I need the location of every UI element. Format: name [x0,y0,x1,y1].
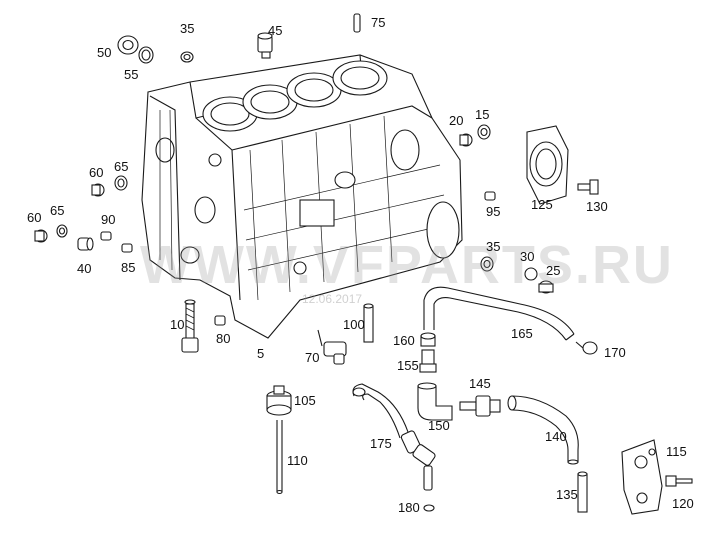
callout-160[interactable]: 160 [393,333,415,348]
callout-115[interactable]: 115 [666,444,687,459]
part-55-ring [138,46,154,64]
part-105-cap [266,385,292,416]
part-145-valve [459,395,501,417]
callout-145[interactable]: 145 [469,376,491,391]
part-15-plug [477,124,491,140]
part-140-hose [507,395,579,465]
callout-70[interactable]: 70 [305,350,320,365]
part-180-ring [423,504,435,512]
callout-75[interactable]: 75 [371,15,386,30]
part-10-bolt [181,299,199,353]
callout-30[interactable]: 30 [520,249,535,264]
part-175-hose [352,383,409,439]
watermark-date: 12.06.2017 [302,292,363,306]
callout-170[interactable]: 170 [604,345,626,360]
part-160-cap [420,332,436,347]
callout-60-lower[interactable]: 60 [27,210,42,225]
callout-35-top[interactable]: 35 [180,21,195,36]
callout-35-right[interactable]: 35 [486,239,501,254]
callout-155[interactable]: 155 [397,358,419,373]
callout-40[interactable]: 40 [77,261,92,276]
part-125-seal-carrier [526,125,569,205]
part-85-pin [121,243,133,253]
engine-block [141,54,463,339]
callout-60-upper[interactable]: 60 [89,165,104,180]
part-135-tube [577,471,588,513]
callout-180[interactable]: 180 [398,500,420,515]
part-50-seal [117,35,139,55]
part-45-sleeve [257,32,273,59]
callout-175[interactable]: 175 [370,436,392,451]
callout-65-upper[interactable]: 65 [114,159,129,174]
callout-110[interactable]: 110 [287,453,308,468]
part-60-plug-upper [91,183,105,197]
part-155-connector [419,349,437,373]
part-115-bracket [621,439,663,515]
callout-105[interactable]: 105 [294,393,316,408]
callout-25[interactable]: 25 [546,263,561,278]
part-40-sleeve [77,237,94,251]
callout-135[interactable]: 135 [556,487,578,502]
callout-125[interactable]: 125 [531,197,553,212]
part-175-fitting [400,430,436,491]
callout-150[interactable]: 150 [428,418,450,433]
callout-20[interactable]: 20 [449,113,464,128]
callout-15[interactable]: 15 [475,107,490,122]
part-80-pin [214,315,226,326]
callout-5[interactable]: 5 [257,346,265,361]
callout-65-lower[interactable]: 65 [50,203,65,218]
part-70-nozzle [317,329,347,365]
part-130-bolt [577,179,599,195]
part-170-clamp [575,341,598,355]
part-35-plug [180,51,194,63]
callout-55[interactable]: 55 [124,67,139,82]
callout-50[interactable]: 50 [97,45,112,60]
callout-45[interactable]: 45 [268,23,283,38]
callout-130[interactable]: 130 [586,199,608,214]
part-25-plug [538,280,554,294]
part-75-pin [353,13,361,33]
callout-90[interactable]: 90 [101,212,116,227]
watermark-text: WWW.VFPARTS.RU [140,235,674,295]
part-65-ring-lower [56,224,68,238]
callout-120[interactable]: 120 [672,496,694,511]
callout-85[interactable]: 85 [121,260,136,275]
part-120-bolt [665,475,693,487]
part-95-pin [484,191,496,201]
part-165-hose [423,286,575,341]
callout-80[interactable]: 80 [216,331,231,346]
part-150-elbow [417,382,453,421]
part-20-plug [459,133,473,147]
part-30-ring [524,267,538,281]
part-90-pin [100,231,112,241]
callout-100[interactable]: 100 [343,317,365,332]
callout-140[interactable]: 140 [545,429,567,444]
part-100-tube [363,303,374,343]
callout-10[interactable]: 10 [170,317,185,332]
part-35-plug-right [480,256,494,272]
part-110-dipstick-tube [276,420,283,495]
part-60-plug-lower [34,229,48,243]
part-65-ring-upper [114,175,128,191]
callout-165[interactable]: 165 [511,326,533,341]
callout-95[interactable]: 95 [486,204,501,219]
